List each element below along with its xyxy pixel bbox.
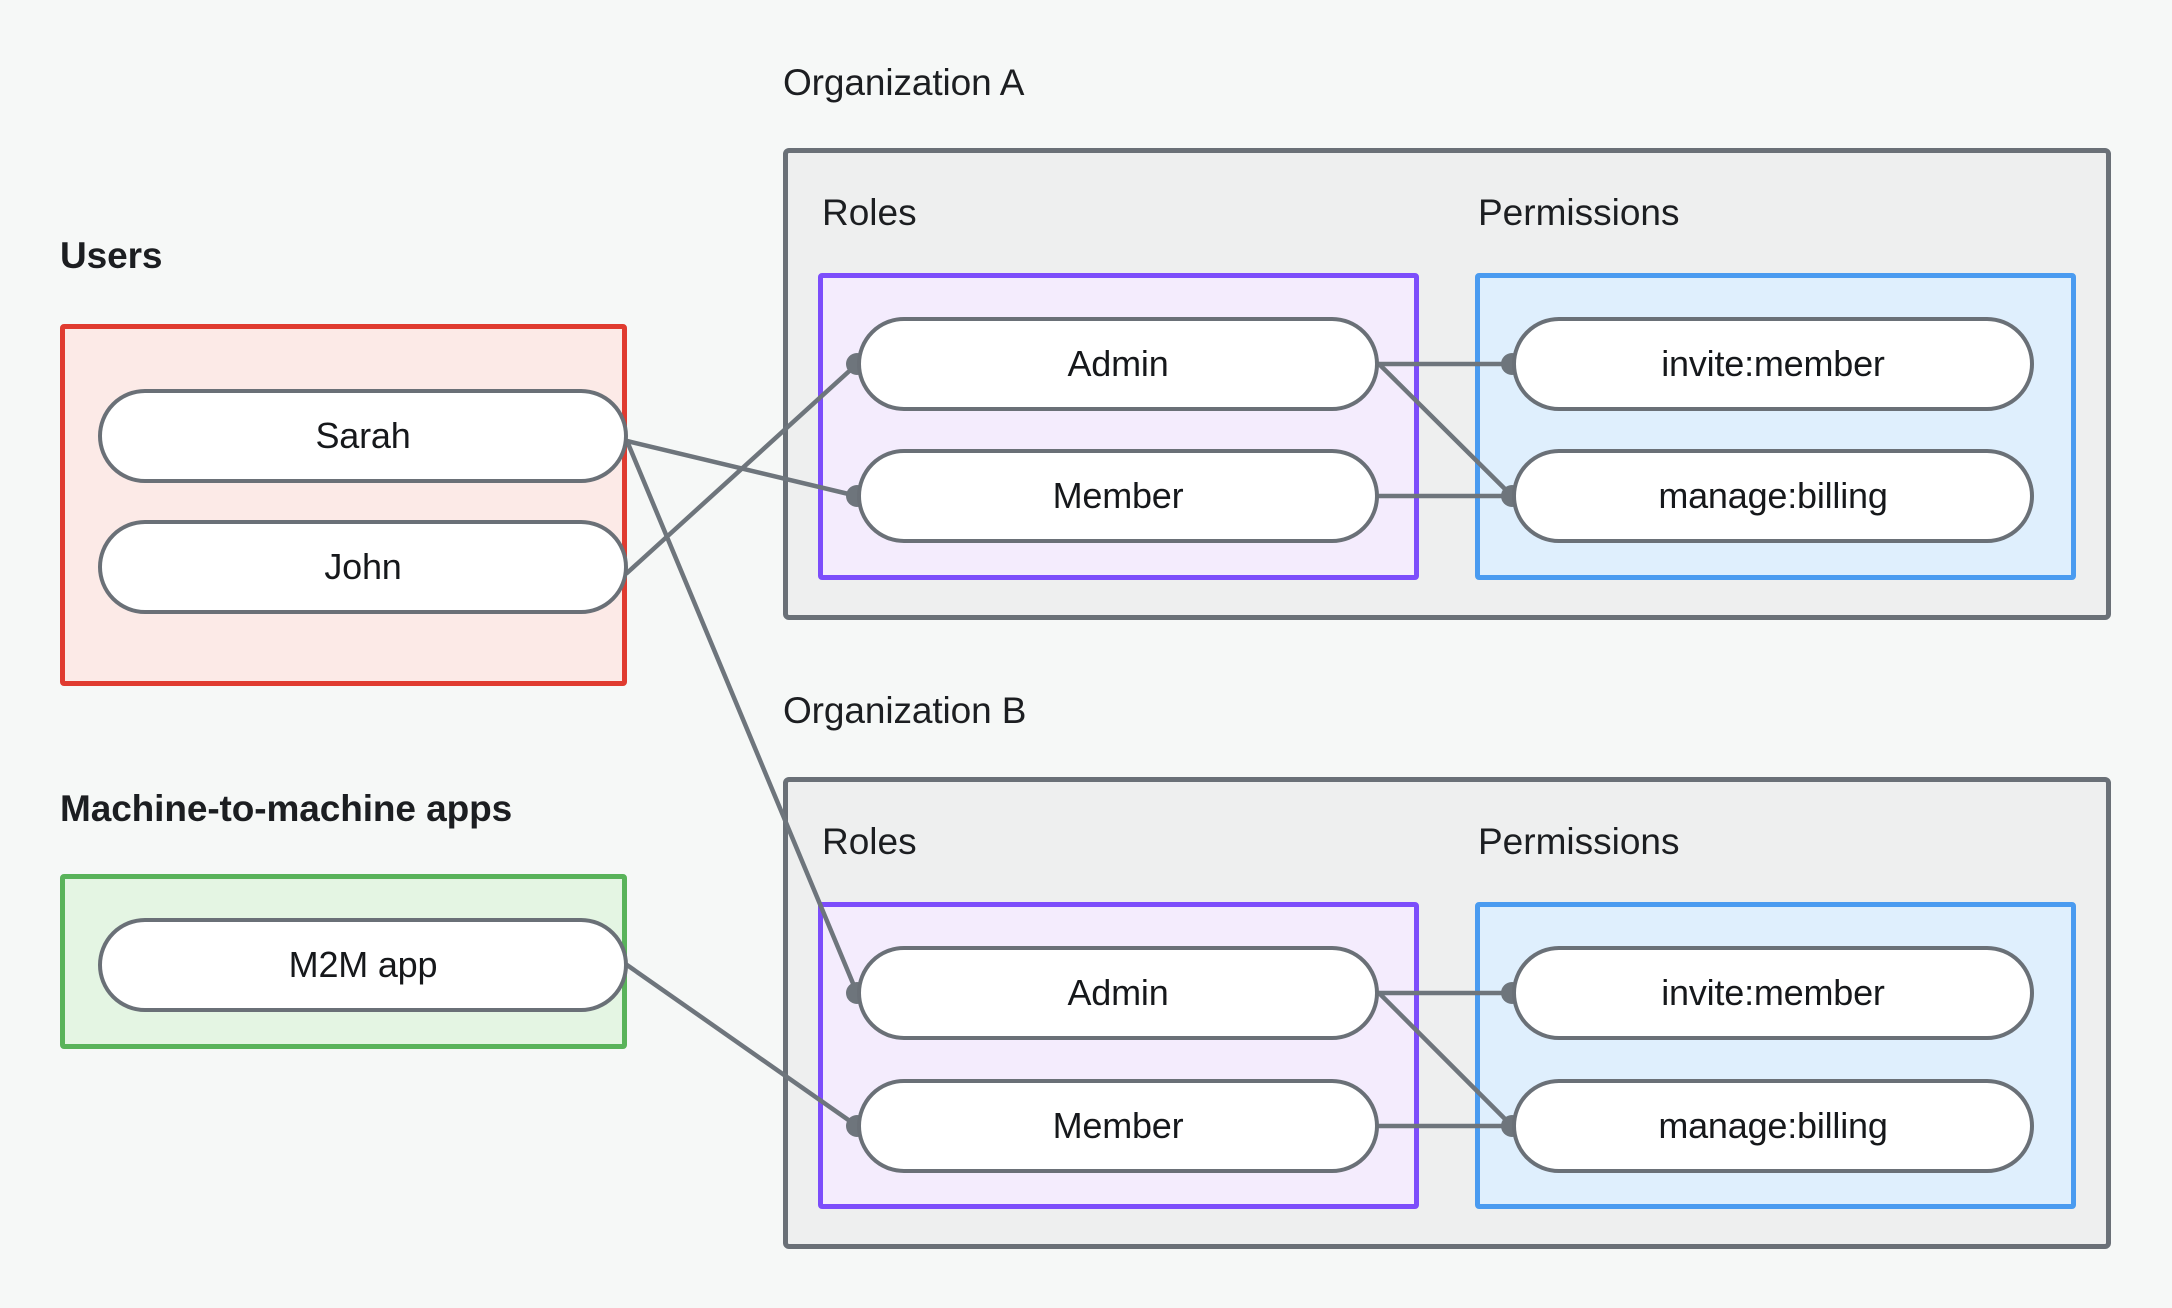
node-org-b-role-admin[interactable]: Admin <box>857 946 1379 1040</box>
org-a-permissions-label: Permissions <box>1478 192 1680 233</box>
node-john[interactable]: John <box>98 520 628 614</box>
m2m-group-label: Machine-to-machine apps <box>60 788 513 829</box>
org-a-label: Organization A <box>783 62 1025 103</box>
node-m2m-app[interactable]: M2M app <box>98 918 628 1012</box>
node-org-a-permission-manage-billing[interactable]: manage:billing <box>1512 449 2034 543</box>
node-org-a-role-member[interactable]: Member <box>857 449 1379 543</box>
node-org-b-permission-invite-member[interactable]: invite:member <box>1512 946 2034 1040</box>
org-b-permissions-label: Permissions <box>1478 821 1680 862</box>
org-a-roles-label: Roles <box>822 192 917 233</box>
node-org-a-permission-invite-member[interactable]: invite:member <box>1512 317 2034 411</box>
node-org-b-permission-manage-billing[interactable]: manage:billing <box>1512 1079 2034 1173</box>
node-org-b-role-member[interactable]: Member <box>857 1079 1379 1173</box>
node-sarah[interactable]: Sarah <box>98 389 628 483</box>
org-b-roles-label: Roles <box>822 821 917 862</box>
users-group-box <box>60 324 627 686</box>
org-b-label: Organization B <box>783 690 1027 731</box>
node-org-a-role-admin[interactable]: Admin <box>857 317 1379 411</box>
users-group-label: Users <box>60 235 163 276</box>
